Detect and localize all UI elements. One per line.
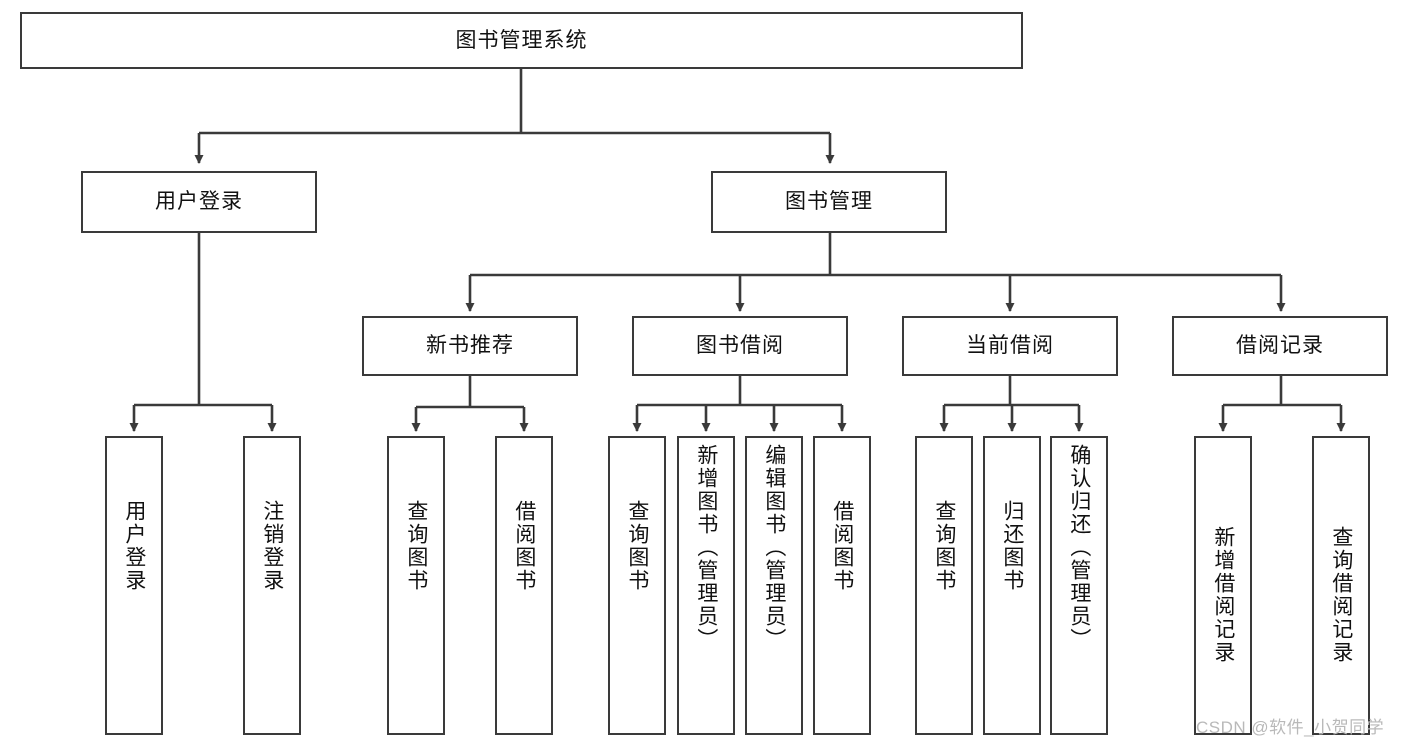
node-label: 确认归还（管理员）	[1067, 444, 1091, 651]
leaf-book-borrow-query-book[interactable]: 查询图书	[608, 436, 666, 735]
node-label: 新增借阅记录	[1211, 526, 1235, 664]
leaf-user-login-logout[interactable]: 注销登录	[243, 436, 301, 735]
leaf-new-book-query-book[interactable]: 查询图书	[387, 436, 445, 735]
leaf-current-borrow-confirm-return-admin[interactable]: 确认归还（管理员）	[1050, 436, 1108, 735]
node-label: 新书推荐	[426, 334, 514, 358]
node-borrow-record[interactable]: 借阅记录	[1172, 316, 1388, 376]
node-user-login[interactable]: 用户登录	[81, 171, 317, 233]
node-label: 借阅图书	[512, 500, 536, 592]
leaf-current-borrow-return-book[interactable]: 归还图书	[983, 436, 1041, 735]
node-label: 图书借阅	[696, 334, 784, 358]
leaf-book-borrow-edit-book-admin[interactable]: 编辑图书（管理员）	[745, 436, 803, 735]
node-label: 用户登录	[122, 500, 146, 592]
node-label: 查询图书	[932, 500, 956, 592]
leaf-current-borrow-query-book[interactable]: 查询图书	[915, 436, 973, 735]
node-label: 图书管理系统	[455, 28, 588, 52]
leaf-new-book-borrow-book[interactable]: 借阅图书	[495, 436, 553, 735]
leaf-book-borrow-add-book-admin[interactable]: 新增图书（管理员）	[677, 436, 735, 735]
node-label: 归还图书	[1000, 500, 1024, 592]
node-label: 借阅图书	[830, 500, 854, 592]
watermark-text: CSDN @软件_小贺同学	[1196, 718, 1385, 737]
node-label: 当前借阅	[966, 334, 1054, 358]
node-root-system[interactable]: 图书管理系统	[20, 12, 1023, 69]
node-label: 查询图书	[625, 500, 649, 592]
node-label: 用户登录	[155, 190, 243, 214]
node-new-book-recommend[interactable]: 新书推荐	[362, 316, 578, 376]
node-label: 注销登录	[260, 500, 284, 592]
node-label: 编辑图书（管理员）	[762, 444, 786, 651]
leaf-user-login-login[interactable]: 用户登录	[105, 436, 163, 735]
node-label: 查询借阅记录	[1329, 526, 1353, 664]
node-label: 借阅记录	[1236, 334, 1324, 358]
node-current-borrow[interactable]: 当前借阅	[902, 316, 1118, 376]
leaf-borrow-record-add-record[interactable]: 新增借阅记录	[1194, 436, 1252, 735]
leaf-borrow-record-query-record[interactable]: 查询借阅记录	[1312, 436, 1370, 735]
leaf-book-borrow-borrow-book[interactable]: 借阅图书	[813, 436, 871, 735]
node-book-borrow[interactable]: 图书借阅	[632, 316, 848, 376]
node-book-management[interactable]: 图书管理	[711, 171, 947, 233]
node-label: 图书管理	[785, 190, 873, 214]
node-label: 新增图书（管理员）	[694, 444, 718, 651]
node-label: 查询图书	[404, 500, 428, 592]
